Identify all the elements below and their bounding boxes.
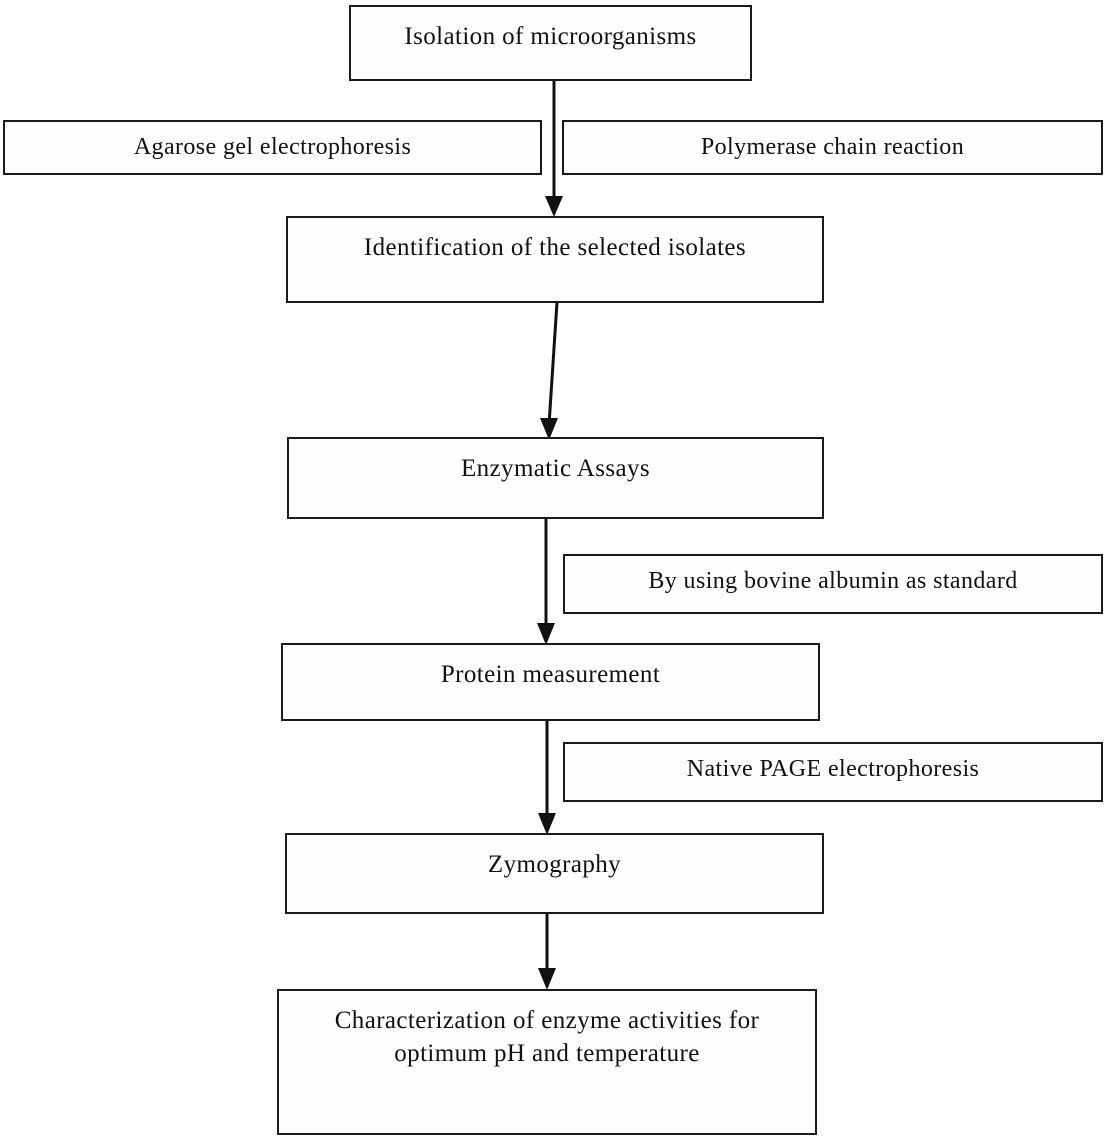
node-identification-of-selected-isolates[interactable]: Identification of the selected isolates bbox=[286, 216, 824, 303]
node-protein-measurement[interactable]: Protein measurement bbox=[281, 643, 820, 721]
node-native-page-electrophoresis[interactable]: Native PAGE electrophoresis bbox=[563, 742, 1103, 802]
node-label: Native PAGE electrophoresis bbox=[686, 756, 980, 782]
node-label: Isolation of microorganisms bbox=[404, 23, 697, 50]
node-isolation-of-microorganisms[interactable]: Isolation of microorganisms bbox=[349, 5, 752, 81]
node-zymography[interactable]: Zymography bbox=[285, 833, 824, 914]
node-enzymatic-assays[interactable]: Enzymatic Assays bbox=[287, 437, 824, 519]
node-polymerase-chain-reaction[interactable]: Polymerase chain reaction bbox=[562, 120, 1103, 175]
node-label: Polymerase chain reaction bbox=[700, 134, 965, 160]
node-label: Protein measurement bbox=[440, 661, 661, 688]
node-label: Characterization of enzyme activities fo… bbox=[334, 1007, 760, 1067]
node-characterization-of-enzyme-activities[interactable]: Characterization of enzyme activities fo… bbox=[277, 989, 817, 1135]
node-label: Identification of the selected isolates bbox=[363, 234, 747, 261]
node-label: By using bovine albumin as standard bbox=[648, 568, 1018, 594]
node-label: Enzymatic Assays bbox=[460, 455, 650, 482]
node-label: Zymography bbox=[487, 851, 622, 878]
node-label: Agarose gel electrophoresis bbox=[133, 134, 412, 160]
node-agarose-gel-electrophoresis[interactable]: Agarose gel electrophoresis bbox=[3, 120, 542, 175]
node-bovine-albumin-standard[interactable]: By using bovine albumin as standard bbox=[563, 554, 1103, 614]
